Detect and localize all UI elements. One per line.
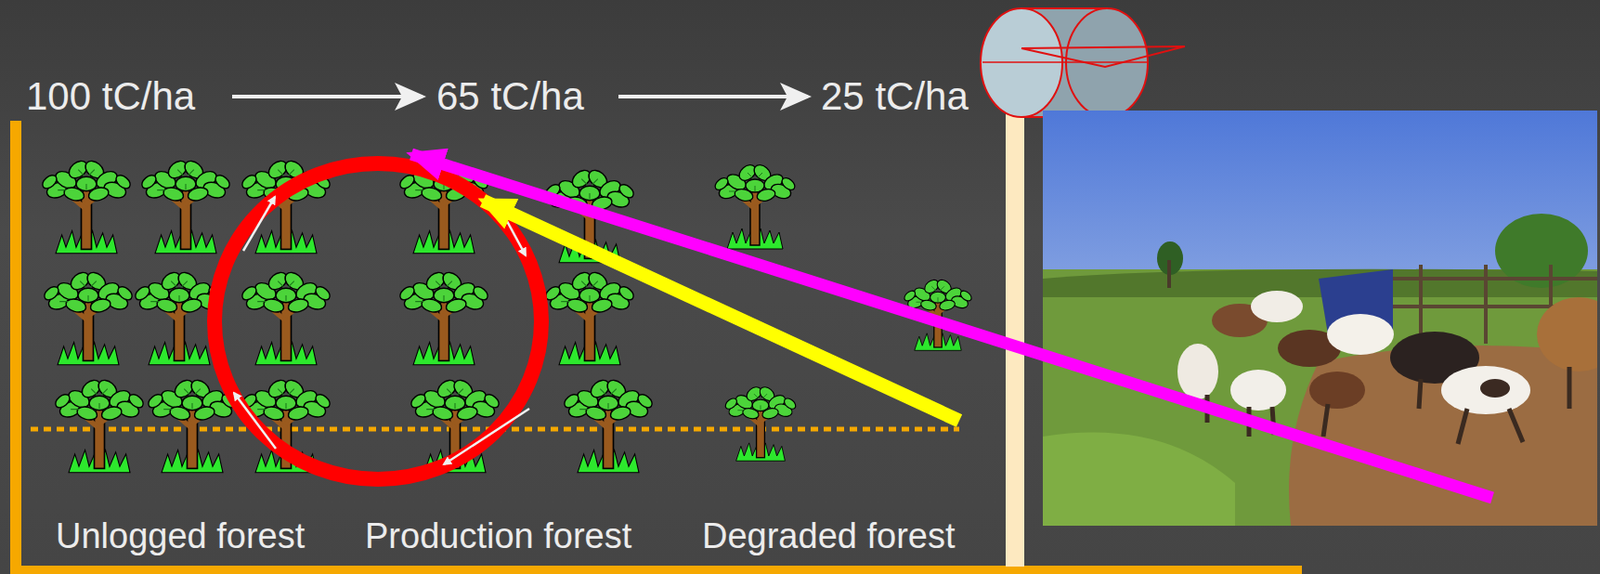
cattle-photo [1042,110,1598,526]
divider-pillar [1005,102,1025,567]
carbon-stock-label: 65 tC/ha [436,77,585,117]
carbon-stock-label: 25 tC/ha [820,77,969,117]
carbon-stock-label: 100 tC/ha [26,77,196,117]
cycle-arrows [234,196,530,465]
forest-type-label: Production forest [364,518,632,554]
stock-arrow [618,94,808,99]
barrel-icon [980,8,1185,118]
stock-arrow [232,94,423,99]
forest-type-label: Degraded forest [702,518,956,554]
forest-type-label: Unlogged forest [55,518,305,554]
magenta-arrow [411,154,1493,498]
frame-bottom [20,565,1302,574]
frame-left [10,120,22,574]
